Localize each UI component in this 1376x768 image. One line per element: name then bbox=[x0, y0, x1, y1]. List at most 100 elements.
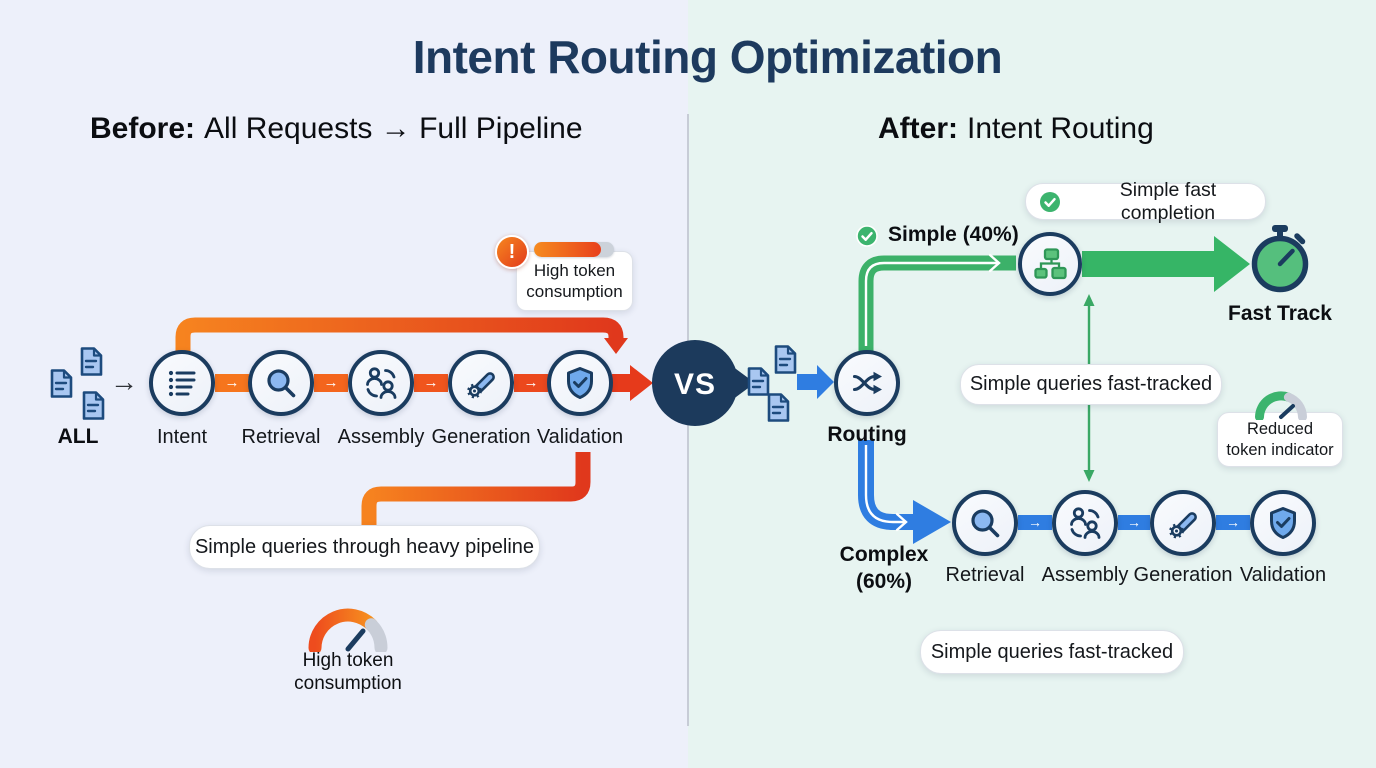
hierarchy-icon bbox=[1033, 248, 1067, 280]
stage-node-retrieval bbox=[248, 350, 314, 416]
connector-arrow: → bbox=[1127, 514, 1141, 530]
stage-node-validation bbox=[547, 350, 613, 416]
stage-label: Intent bbox=[156, 426, 208, 448]
connector-arrow: → bbox=[323, 374, 339, 391]
blue-input-arrow-icon bbox=[797, 365, 834, 399]
high-token-line1: High token bbox=[533, 261, 616, 280]
reduced-token-line2: token indicator bbox=[1226, 440, 1334, 459]
stage-node-validation bbox=[1250, 490, 1316, 556]
check-circle-icon bbox=[1040, 191, 1060, 212]
simple-path-node bbox=[1018, 232, 1082, 296]
heavy-pipeline-callout: Simple queries through heavy pipeline bbox=[189, 525, 540, 569]
connector-arrow: → bbox=[1028, 514, 1042, 530]
complex-branch-pipe bbox=[858, 440, 915, 530]
simple-branch-inner-arrowhead bbox=[988, 253, 1001, 273]
before-overhead-pipe-arrowhead bbox=[604, 338, 628, 354]
gauge-caption-line2: consumption bbox=[294, 673, 402, 694]
fast-tracked-bottom-callout: Simple queries fast-tracked bbox=[920, 630, 1184, 674]
shield-check-icon bbox=[1270, 507, 1296, 539]
page-title: Intent Routing Optimization bbox=[412, 31, 1003, 83]
document-icon bbox=[747, 367, 770, 396]
document-icon bbox=[82, 391, 105, 420]
token-usage-bar bbox=[534, 242, 614, 257]
before-connector-3 bbox=[414, 374, 448, 392]
stage-label: Retrieval bbox=[945, 564, 1025, 586]
gauge-caption-line1: High token bbox=[302, 650, 394, 671]
connector-arrow: → bbox=[423, 374, 439, 391]
after-heading-bold: After: bbox=[878, 112, 958, 145]
before-exit-arrow-shaft bbox=[612, 374, 632, 392]
simple-branch-inner-arrow bbox=[864, 261, 998, 346]
simple-branch-label: Simple (40%) bbox=[888, 223, 1019, 246]
connector-arrow: → bbox=[523, 374, 539, 391]
complex-branch-inner-arrowhead bbox=[895, 512, 908, 532]
document-icon bbox=[80, 347, 103, 376]
reduced-token-line1: Reduced bbox=[1246, 419, 1314, 438]
complex-branch-arrowhead bbox=[913, 500, 951, 544]
before-exit-arrowhead bbox=[630, 365, 653, 401]
complex-branch-label: Complex (60%) bbox=[824, 541, 944, 595]
before-connector-1 bbox=[215, 374, 249, 392]
before-heading: Before:All Requests → Full Pipeline bbox=[90, 112, 583, 146]
reduced-token-gauge-icon bbox=[1255, 391, 1307, 420]
pen-gear-icon bbox=[1169, 512, 1197, 539]
stage-label: Assembly bbox=[1041, 564, 1129, 586]
stage-node-intent bbox=[149, 350, 215, 416]
high-token-line2: consumption bbox=[526, 282, 623, 301]
before-heading-rest: All Requests → Full Pipeline bbox=[204, 112, 583, 145]
pen-gear-icon bbox=[467, 372, 495, 399]
stage-label: Validation bbox=[1239, 564, 1327, 586]
complex-branch-line1: Complex bbox=[839, 543, 929, 566]
stage-node-assembly bbox=[1052, 490, 1118, 556]
stage-label: Generation bbox=[431, 426, 531, 448]
stage-label: Assembly bbox=[337, 426, 425, 448]
alert-icon: ! bbox=[495, 235, 529, 269]
stage-node-retrieval bbox=[952, 490, 1018, 556]
before-connector-2 bbox=[314, 374, 348, 392]
after-connector-2 bbox=[1118, 515, 1150, 530]
all-requests-label: ALL bbox=[57, 425, 99, 448]
stage-node-generation bbox=[448, 350, 514, 416]
stage-node-assembly bbox=[348, 350, 414, 416]
fast-track-label: Fast Track bbox=[1228, 302, 1332, 325]
fast-track-arrowhead bbox=[1214, 236, 1250, 292]
routing-label: Routing bbox=[827, 423, 907, 446]
high-token-gauge-icon bbox=[308, 608, 388, 652]
document-icon bbox=[50, 369, 73, 398]
stage-node-generation bbox=[1150, 490, 1216, 556]
gauge-caption: High token consumption bbox=[270, 649, 426, 695]
fast-track-arrow-shaft bbox=[1082, 251, 1218, 277]
stage-label: Generation bbox=[1133, 564, 1233, 586]
simple-completion-callout: Simple fast completion bbox=[1025, 179, 1266, 224]
people-sync-icon bbox=[1070, 507, 1101, 539]
fast-track-link-up-arrowhead bbox=[1083, 294, 1095, 306]
after-connector-1 bbox=[1018, 515, 1052, 530]
before-connector-4 bbox=[514, 374, 548, 392]
before-heading-bold: Before: bbox=[90, 112, 196, 145]
stopwatch-icon bbox=[1251, 225, 1309, 293]
fast-track-link-down-arrowhead bbox=[1083, 470, 1095, 482]
vs-label: VS bbox=[673, 368, 717, 401]
token-usage-bar-fill bbox=[534, 242, 602, 257]
people-sync-icon bbox=[366, 367, 397, 399]
reduced-token-callout: Reduced token indicator bbox=[1217, 412, 1343, 467]
connector-arrow: → bbox=[1226, 514, 1240, 530]
list-icon bbox=[168, 370, 196, 397]
document-icon bbox=[767, 393, 790, 422]
before-loop-pipe bbox=[361, 452, 591, 525]
simple-branch-pipe bbox=[858, 255, 1016, 351]
complex-branch-line2: (60%) bbox=[855, 570, 913, 593]
shuffle-icon bbox=[852, 371, 882, 395]
shield-check-icon bbox=[567, 367, 593, 399]
connector-arrow: → bbox=[224, 374, 240, 391]
simple-completion-text: Simple fast completion bbox=[1119, 178, 1217, 224]
after-heading: After:Intent Routing bbox=[878, 112, 1154, 146]
input-arrow: → bbox=[110, 366, 138, 397]
complex-branch-inner-arrow bbox=[864, 445, 905, 524]
stage-label: Retrieval bbox=[241, 426, 321, 448]
stage-label: Validation bbox=[536, 426, 624, 448]
routing-node bbox=[834, 350, 900, 416]
check-circle-icon bbox=[856, 225, 878, 247]
